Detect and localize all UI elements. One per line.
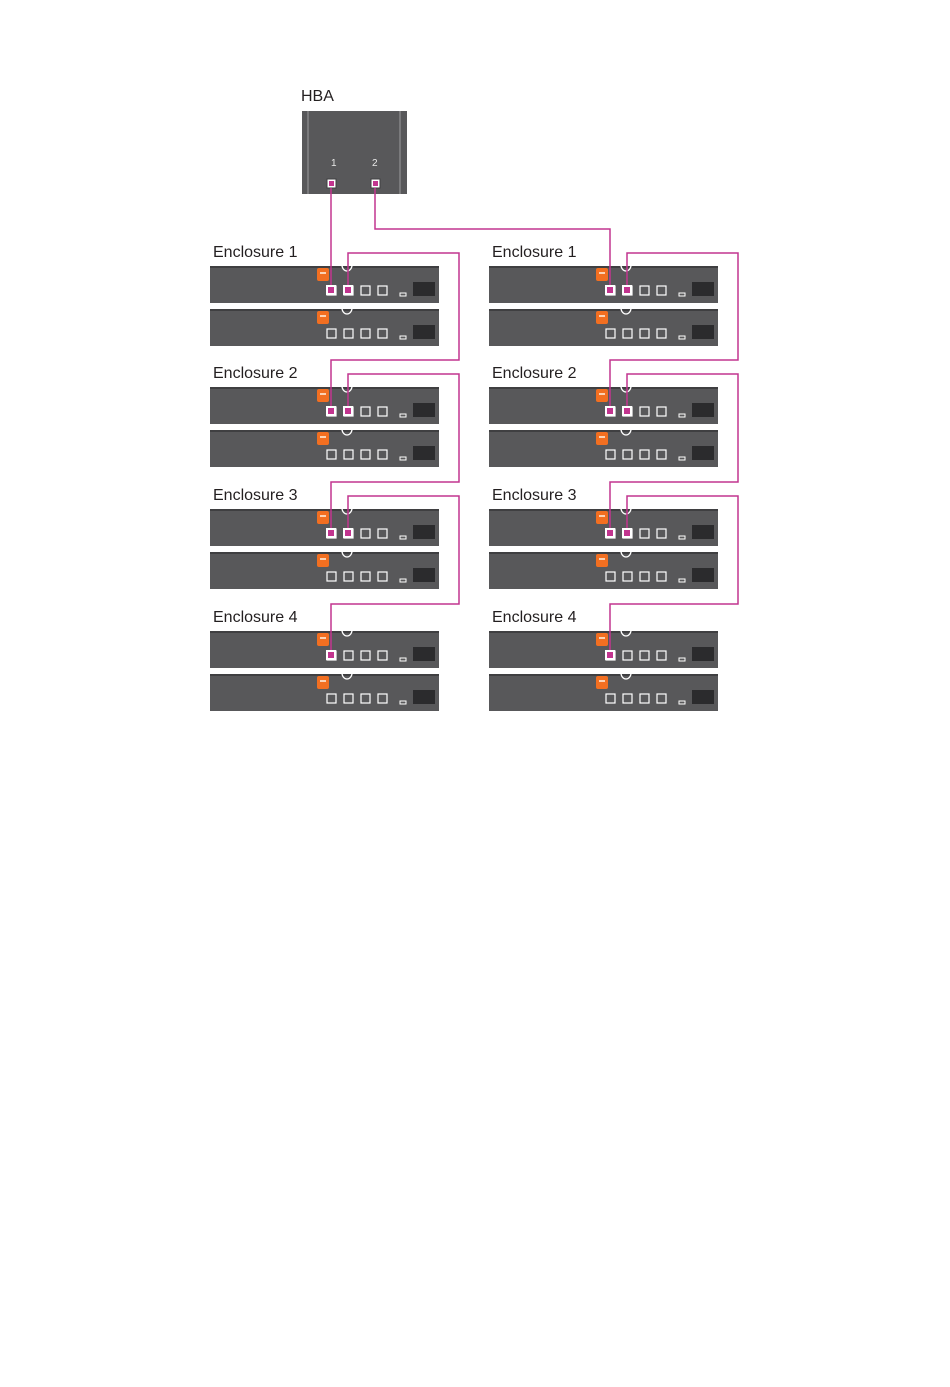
controller-module: [210, 265, 439, 303]
orange-latch-icon[interactable]: [596, 311, 608, 324]
enclosure-columns: Enclosure 1 Enclosure 2 Enclosure 3 Enclosu…: [210, 244, 718, 711]
controller-module: [489, 508, 718, 546]
orange-latch-icon[interactable]: [317, 676, 329, 689]
orange-latch-icon[interactable]: [596, 268, 608, 281]
orange-latch-icon[interactable]: [317, 311, 329, 324]
controller-module: [210, 429, 439, 467]
controller-module: [210, 673, 439, 711]
enclosure: Enclosure 4: [489, 609, 718, 711]
enclosure-label: Enclosure 3: [492, 487, 577, 504]
controller-module: [489, 265, 718, 303]
lcd-panel-icon: [413, 525, 435, 539]
controller-module: [489, 308, 718, 346]
orange-latch-icon[interactable]: [317, 389, 329, 402]
controller-module: [210, 551, 439, 589]
lcd-panel-icon: [413, 446, 435, 460]
lcd-panel-icon: [692, 568, 714, 582]
enclosure: Enclosure 3: [489, 487, 718, 589]
lcd-panel-icon: [692, 446, 714, 460]
controller-module: [489, 630, 718, 668]
hba-label: HBA: [301, 88, 334, 105]
controller-module: [489, 673, 718, 711]
lcd-panel-icon: [692, 647, 714, 661]
lcd-panel-icon: [692, 403, 714, 417]
controller-module: [489, 551, 718, 589]
enclosure-label: Enclosure 2: [492, 365, 577, 382]
enclosure-label: Enclosure 3: [213, 487, 298, 504]
enclosure: Enclosure 1: [210, 244, 439, 346]
enclosure-column-2: Enclosure 1 Enclosure 2 Enclosure 3 Enclosu…: [489, 244, 718, 711]
controller-module: [489, 429, 718, 467]
lcd-panel-icon: [692, 690, 714, 704]
enclosure-label: Enclosure 2: [213, 365, 298, 382]
hba-card: HBA 1 2: [301, 88, 407, 194]
lcd-panel-icon: [413, 325, 435, 339]
hba-port-2-label: 2: [372, 158, 378, 169]
orange-latch-icon[interactable]: [317, 633, 329, 646]
hba-port-1-label: 1: [331, 158, 337, 169]
lcd-panel-icon: [413, 403, 435, 417]
lcd-panel-icon: [692, 525, 714, 539]
orange-latch-icon[interactable]: [317, 554, 329, 567]
lcd-panel-icon: [692, 325, 714, 339]
orange-latch-icon[interactable]: [596, 389, 608, 402]
enclosure: Enclosure 2: [210, 365, 439, 467]
orange-latch-icon[interactable]: [596, 511, 608, 524]
enclosure-column-1: Enclosure 1 Enclosure 2 Enclosure 3 Enclosu…: [210, 244, 439, 711]
enclosure-label: Enclosure 1: [492, 244, 577, 261]
controller-module: [210, 386, 439, 424]
controller-module: [210, 630, 439, 668]
orange-latch-icon[interactable]: [596, 676, 608, 689]
controller-module: [210, 308, 439, 346]
lcd-panel-icon: [413, 568, 435, 582]
lcd-panel-icon: [413, 647, 435, 661]
hba-body: [302, 111, 407, 194]
lcd-panel-icon: [413, 690, 435, 704]
orange-latch-icon[interactable]: [596, 554, 608, 567]
orange-latch-icon[interactable]: [317, 511, 329, 524]
controller-module: [489, 386, 718, 424]
orange-latch-icon[interactable]: [596, 432, 608, 445]
enclosure-label: Enclosure 4: [213, 609, 298, 626]
enclosure: Enclosure 2: [489, 365, 718, 467]
enclosure-label: Enclosure 1: [213, 244, 298, 261]
orange-latch-icon[interactable]: [596, 633, 608, 646]
enclosure-label: Enclosure 4: [492, 609, 577, 626]
orange-latch-icon[interactable]: [317, 432, 329, 445]
lcd-panel-icon: [692, 282, 714, 296]
lcd-panel-icon: [413, 282, 435, 296]
enclosure: Enclosure 1: [489, 244, 718, 346]
enclosure: Enclosure 4: [210, 609, 439, 711]
orange-latch-icon[interactable]: [317, 268, 329, 281]
controller-module: [210, 508, 439, 546]
enclosure: Enclosure 3: [210, 487, 439, 589]
